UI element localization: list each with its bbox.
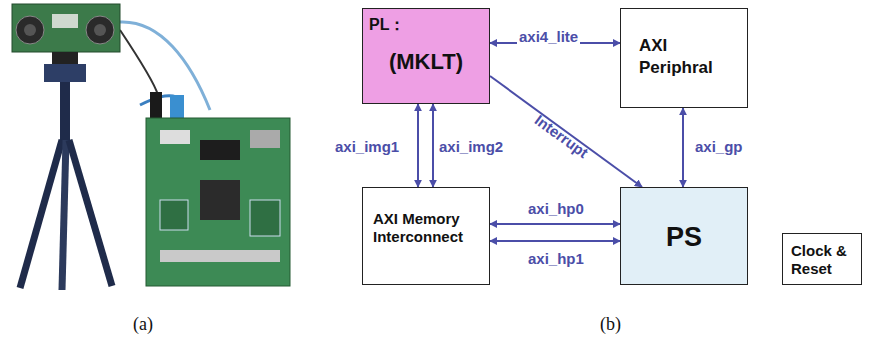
processor-box: PS (620, 187, 748, 285)
fpga-chip (200, 180, 240, 220)
bus-label: axi_img1 (333, 138, 401, 155)
bus-arrow (432, 104, 434, 187)
bus-label: axi_hp1 (526, 250, 586, 267)
camera-lens (86, 16, 114, 44)
tripod-leg (62, 140, 66, 290)
bus-label: axi4_lite (517, 28, 580, 45)
bus-label: axi_gp (693, 138, 745, 155)
chip (250, 200, 280, 236)
cable (120, 22, 210, 110)
cable (120, 30, 158, 95)
block-label: Clock & Reset (791, 242, 855, 278)
tripod-column (60, 82, 70, 142)
header (160, 250, 280, 262)
block-label: PS (621, 222, 747, 253)
block-label: (MKLT) (363, 49, 489, 75)
usb-plug (150, 92, 162, 120)
chip (200, 140, 240, 160)
chip (160, 200, 188, 230)
camera-lens (16, 16, 44, 44)
camera-lens (24, 24, 36, 36)
block-label: AXI Memory Interconnect (373, 210, 481, 246)
subfigure-label: (b) (600, 314, 621, 335)
block-box: AXI Memory Interconnect (362, 187, 490, 285)
camera-board (12, 4, 120, 52)
camera-lens (94, 24, 106, 36)
tripod-head (44, 64, 86, 82)
bus-arrow (417, 104, 419, 187)
bus-arrow (490, 223, 620, 225)
block-label: PL： (369, 15, 405, 36)
chip (52, 14, 78, 28)
tripod-leg (20, 140, 62, 288)
bus-label: Interrupt (530, 110, 593, 162)
subfigure-label: (a) (133, 314, 153, 335)
block-label: AXI Periphral (639, 35, 733, 79)
bus-label: axi_hp0 (526, 200, 586, 217)
tripod-head (52, 52, 78, 64)
tripod-leg (69, 140, 112, 286)
connector (160, 130, 190, 144)
fpga-board (146, 118, 290, 286)
block-box: Clock & Reset (782, 233, 862, 285)
bus-arrow (490, 240, 620, 242)
bus-label: axi_img2 (437, 138, 505, 155)
block-box: AXI Periphral (620, 8, 748, 108)
usb-plug (170, 95, 184, 120)
bus-arrow (682, 108, 684, 187)
logic-box: PL： (MKLT) (362, 8, 490, 104)
connector (250, 130, 280, 148)
